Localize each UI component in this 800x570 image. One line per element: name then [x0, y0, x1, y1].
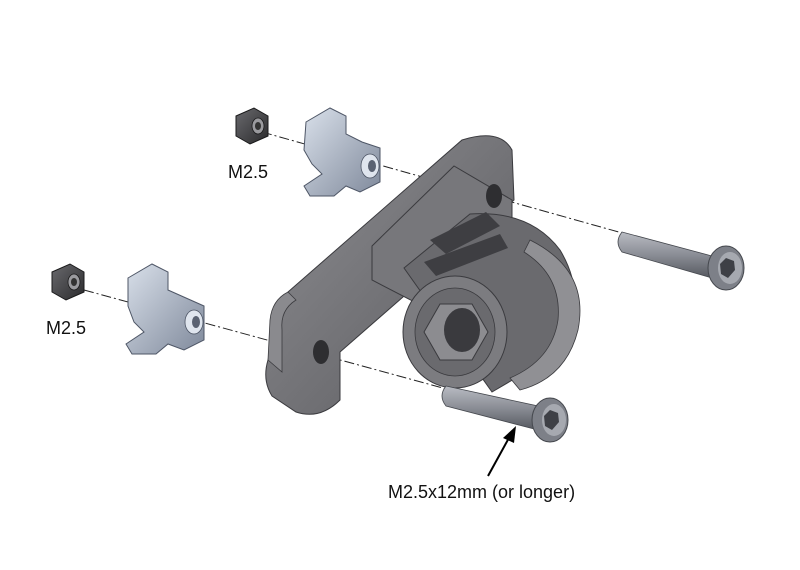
nut-top [235, 107, 269, 145]
clip-left-icon [125, 263, 205, 355]
bolt-right [617, 231, 745, 291]
clip-insert-top [303, 107, 381, 197]
mount-body [265, 135, 581, 415]
plate-hole-left [313, 340, 329, 364]
axis-lines [83, 131, 641, 421]
clip-insert-left [125, 263, 205, 355]
nut-left [51, 263, 85, 301]
nut-left-label: M2.5 [46, 318, 87, 338]
mount-prong-slot [430, 212, 500, 254]
bolt-front [441, 385, 569, 443]
nut-top-label: M2.5 [228, 162, 269, 182]
callout-arrow [487, 426, 516, 477]
bolt-right-shaft [617, 231, 713, 279]
plate-hole-right [486, 184, 502, 208]
bolt-front-shaft [441, 385, 539, 431]
clip-top-icon [303, 107, 381, 197]
bolt-spec-label: M2.5x12mm (or longer) [388, 482, 576, 502]
mount-prong-front [509, 239, 581, 391]
arrow-head-icon [503, 426, 516, 443]
axis-line-top [261, 131, 641, 239]
